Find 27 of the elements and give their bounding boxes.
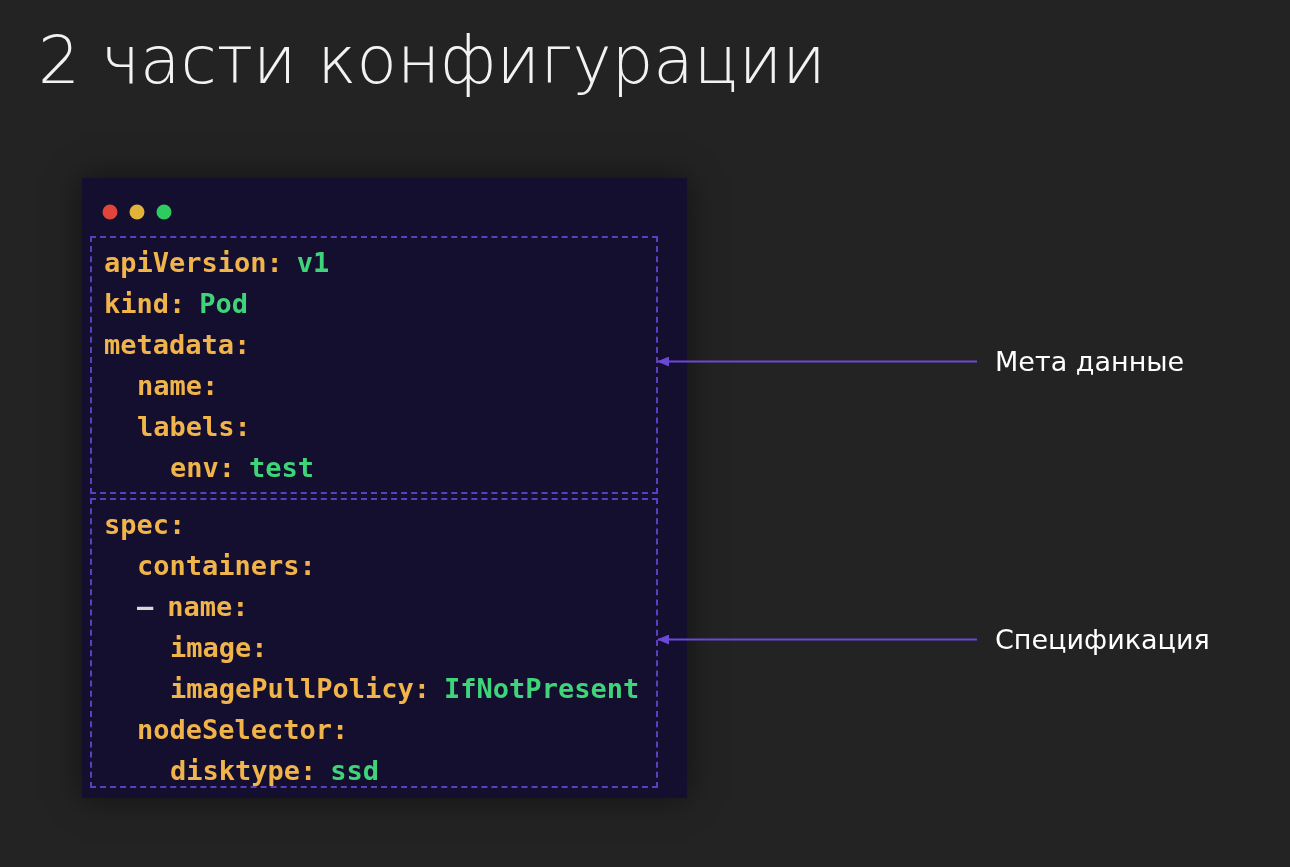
code-value: ssd	[330, 754, 380, 788]
slide-title: 2 части конфигурации	[38, 22, 826, 99]
code-key: kind:	[104, 283, 186, 324]
code-value: Pod	[199, 287, 249, 321]
list-dash: –	[137, 590, 154, 624]
code-key: image:	[170, 627, 268, 668]
callout-text: Мета данные	[995, 346, 1185, 377]
code-key: spec:	[104, 504, 186, 545]
code-key: name:	[137, 365, 219, 406]
code-key: disktype:	[170, 750, 317, 791]
code-value: test	[249, 451, 315, 485]
code-key: env:	[170, 447, 236, 488]
code-window	[82, 178, 687, 798]
code-key: apiVersion:	[104, 242, 283, 283]
code-key: metadata:	[104, 324, 251, 365]
code-value: IfNotPresent	[444, 672, 640, 706]
arrow	[657, 634, 978, 645]
code-value: v1	[296, 246, 330, 280]
callout-text: Спецификация	[995, 624, 1210, 655]
code-key: labels:	[137, 406, 251, 447]
code-key: name:	[167, 586, 249, 627]
code-key: containers:	[137, 545, 316, 586]
code-key: nodeSelector:	[137, 709, 349, 750]
code-key: imagePullPolicy:	[170, 668, 431, 709]
dashed-region	[90, 236, 658, 494]
arrow	[657, 356, 978, 367]
dashed-region	[90, 498, 658, 788]
